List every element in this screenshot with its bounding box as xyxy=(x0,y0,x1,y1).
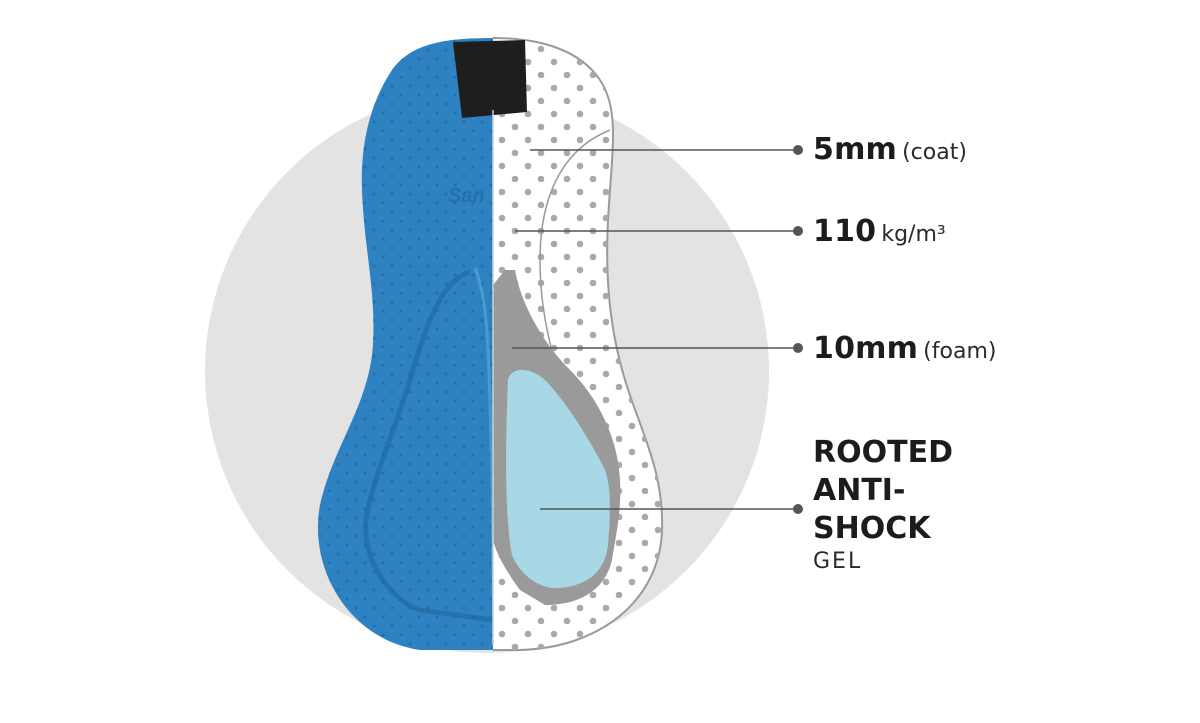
callout-density-unit: kg/m³ xyxy=(881,222,946,247)
callout-foam: 10mm (foam) xyxy=(813,331,996,366)
svg-text:San: San xyxy=(448,185,485,207)
callout-density-value: 110 xyxy=(813,214,877,249)
pad-cross-section xyxy=(493,37,664,651)
gel-title-line-3: SHOCK xyxy=(813,511,931,546)
leader-dot-gel xyxy=(793,504,803,514)
callout-density: 110 kg/m³ xyxy=(813,214,946,249)
leader-dot-density xyxy=(793,226,803,236)
gel-title-line-2: ANTI- xyxy=(813,473,906,508)
callout-foam-value: 10mm xyxy=(813,331,919,366)
leader-lines xyxy=(512,149,798,510)
callout-coat-value: 5mm xyxy=(813,132,897,167)
callout-foam-unit: (foam) xyxy=(923,339,997,364)
callout-gel: ROOTED ANTI- SHOCK GEL xyxy=(813,434,953,576)
leader-dot-coat xyxy=(793,145,803,155)
leader-dot-foam xyxy=(793,343,803,353)
gel-subtitle: GEL xyxy=(813,549,863,574)
tab-black xyxy=(453,40,527,118)
gel-title-line-1: ROOTED xyxy=(813,435,953,470)
callout-coat: 5mm (coat) xyxy=(813,132,967,167)
leader-dots xyxy=(793,145,803,514)
callout-coat-unit: (coat) xyxy=(902,140,967,165)
gel-insert xyxy=(506,369,610,589)
